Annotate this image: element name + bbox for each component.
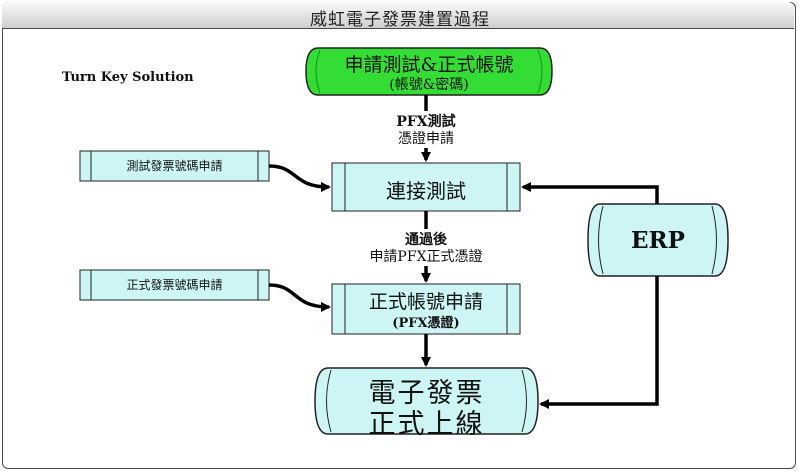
after-pass-label-1: 通過後: [346, 229, 506, 249]
pfx-test-label-2: 憑證申請: [376, 128, 476, 148]
arrow-erp-to-connection: [521, 182, 659, 204]
arrow-test-invoice-to-connection: [268, 164, 331, 192]
apply-account-label-2: (帳號&密碼): [389, 77, 469, 93]
erp-node: [587, 203, 729, 277]
pfx-test-label-1: PFX測試: [376, 111, 476, 131]
formal-account-label-2: (PFX憑證): [392, 316, 460, 331]
go-live-node: [314, 367, 539, 435]
test-invoice-apply-node: [79, 150, 270, 182]
connection-test-label: 連接測試: [386, 179, 466, 203]
test-invoice-apply-label: 測試發票號碼申請: [126, 159, 223, 173]
formal-invoice-apply-node: [79, 269, 270, 301]
arrow-erp-to-golive: [539, 276, 659, 409]
formal-account-label-1: 正式帳號申請: [368, 291, 483, 313]
page-title: 威虹電子發票建置過程: [310, 10, 490, 30]
erp-label: ERP: [631, 227, 685, 254]
formal-account-apply-node: [331, 283, 521, 335]
after-pass-label-2: 申請PFX正式憑證: [346, 246, 506, 266]
go-live-label-2: 正式上線: [368, 409, 485, 440]
arrow-formal-invoice-to-formal: [268, 283, 331, 312]
apply-account-label-1: 申請測試&正式帳號: [344, 54, 514, 76]
apply-account-node: [305, 47, 553, 96]
formal-invoice-apply-label: 正式發票號碼申請: [126, 278, 223, 292]
title-bar: [2, 2, 794, 29]
diagram-subtitle: Turn Key Solution: [62, 70, 194, 85]
go-live-label-1: 電子發票: [368, 378, 485, 409]
